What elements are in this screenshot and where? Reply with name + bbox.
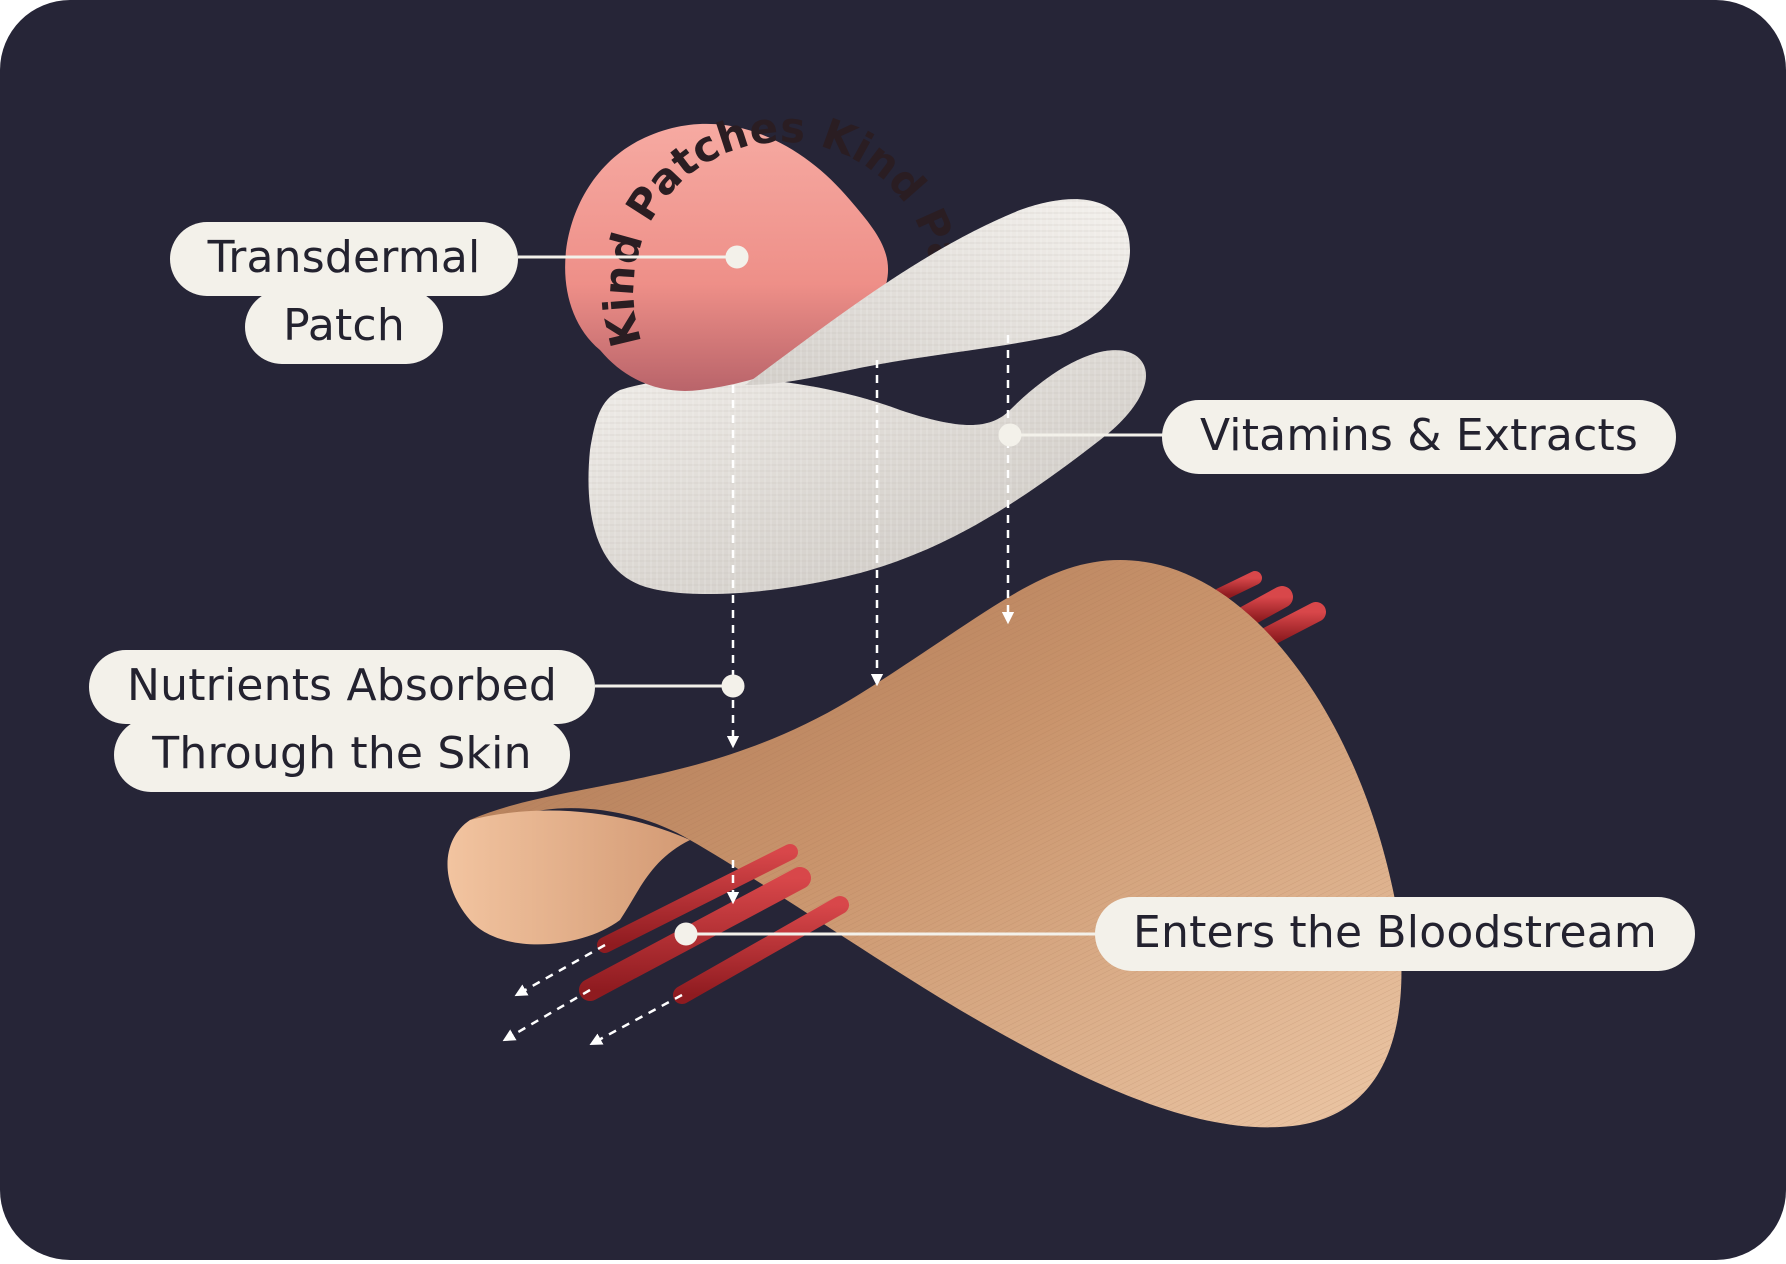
arrow-out-icon xyxy=(589,993,683,1045)
vitamins-fabric-layer xyxy=(588,350,1147,595)
callout-transdermal-patch: Transdermal Patch xyxy=(168,222,520,364)
circle-dot-icon xyxy=(721,674,745,698)
circle-dot-icon xyxy=(674,922,698,946)
callout-enters-bloodstream: Enters the Bloodstream xyxy=(1095,897,1695,971)
callout-vitamins-extracts: Vitamins & Extracts xyxy=(1161,400,1677,474)
label-nutrients-line1: Nutrients Absorbed xyxy=(89,650,595,724)
connectors xyxy=(518,245,1175,946)
callout-nutrients-absorbed: Nutrients Absorbed Through the Skin xyxy=(86,650,598,792)
circle-dot-icon xyxy=(998,423,1022,447)
label-nutrients-line2: Through the Skin xyxy=(114,718,570,792)
skin-layer xyxy=(447,560,1402,1128)
upper-fabric-layer xyxy=(745,199,1130,385)
label-transdermal-line2: Patch xyxy=(245,290,443,364)
circle-dot-icon xyxy=(725,245,749,269)
label-vitamins: Vitamins & Extracts xyxy=(1161,400,1677,474)
label-bloodstream: Enters the Bloodstream xyxy=(1095,897,1695,971)
label-transdermal-line1: Transdermal xyxy=(169,222,519,296)
absorption-arrows xyxy=(502,335,1015,1045)
arrow-out-icon xyxy=(502,988,591,1042)
arrow-out-icon xyxy=(514,943,606,997)
